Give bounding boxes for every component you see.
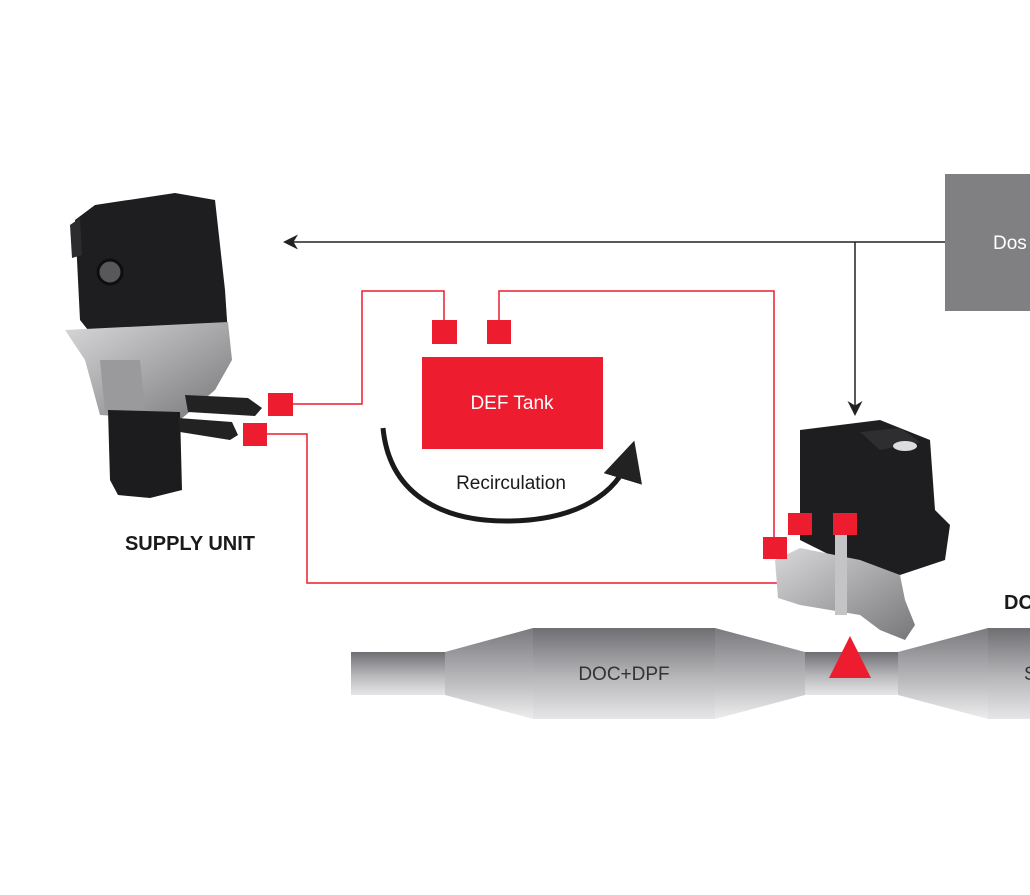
scr-label: S	[1024, 664, 1030, 685]
doc-dpf-label: DOC+DPF	[578, 664, 669, 685]
doc-dpf-section	[533, 628, 715, 719]
connector-supply-outlet	[243, 423, 267, 446]
dosing-control-box: Dos	[945, 174, 1030, 311]
fluid-line-supply-to-dosing	[267, 433, 846, 584]
dosing-module-image	[775, 420, 950, 640]
recirculation-arrow-icon	[380, 427, 642, 524]
dosing-module-label: DO	[1004, 592, 1030, 614]
scr-section	[988, 628, 1030, 719]
def-tank-label: DEF Tank	[470, 393, 554, 414]
supply-unit-image	[65, 193, 262, 498]
recirculation-label: Recirculation	[456, 473, 566, 494]
connector-dosing-inlet	[833, 513, 857, 535]
supply-unit-label: SUPPLY UNIT	[125, 533, 255, 555]
connector-dosing-return	[788, 513, 812, 535]
def-tank: DEF Tank	[422, 357, 603, 449]
injection-point-icon	[829, 636, 871, 678]
exhaust-pipe	[351, 628, 1030, 719]
connector-dosing-return-line	[763, 537, 787, 559]
connector-tank-outlet	[432, 320, 457, 344]
fluid-line-return-to-tank	[498, 290, 775, 540]
dosing-box-label: Dos	[993, 233, 1027, 254]
fluid-line-tank-to-supply	[292, 290, 445, 405]
connector-tank-return	[487, 320, 511, 344]
connector-supply-inlet	[268, 393, 293, 416]
